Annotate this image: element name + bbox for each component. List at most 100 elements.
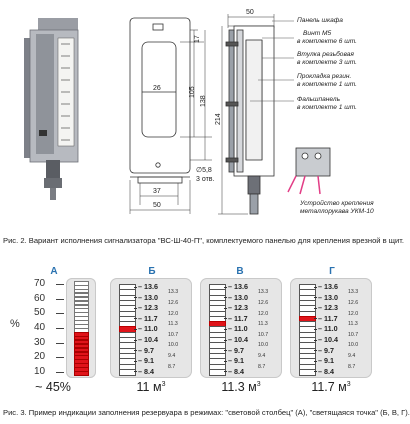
scale-label-10.4: – 10.4 bbox=[318, 335, 338, 344]
scale-tick bbox=[314, 318, 317, 320]
scale-tick bbox=[224, 318, 227, 320]
scale-sublabel-10.0: 10.0 bbox=[348, 342, 359, 349]
scale-label-13.6: – 13.6 bbox=[138, 282, 158, 291]
callout-3-line2: в комплекте 3 шт. bbox=[297, 59, 357, 66]
panel-a: % 70 60 50 40 30 20 10 bbox=[6, 278, 98, 378]
led-segment bbox=[74, 371, 89, 376]
scale-sublabel-10.0: 10.0 bbox=[258, 342, 269, 349]
scale-label-9.1: – 9.1 bbox=[138, 356, 154, 366]
axis-tick-50: 50 bbox=[34, 307, 46, 319]
scale-tick bbox=[134, 318, 137, 320]
dim-37: 37 bbox=[153, 188, 161, 195]
scale-tick bbox=[314, 286, 317, 288]
scale-tick bbox=[224, 360, 227, 362]
scale-sublabel-12.0: 12.0 bbox=[168, 310, 179, 317]
scale-sublabel-10.0: 10.0 bbox=[168, 342, 179, 349]
scale-label-12.3: – 12.3 bbox=[318, 303, 338, 313]
axis-tick-60: 60 bbox=[34, 292, 46, 304]
panel-b-header: Б bbox=[148, 266, 156, 277]
scale-sublabel-12.6: 12.6 bbox=[258, 299, 269, 306]
scale-label-11.7: – 11.7 bbox=[138, 313, 158, 323]
scale-tick bbox=[314, 350, 317, 351]
scale-label-8.4: – 8.4 bbox=[138, 366, 154, 376]
scale-sublabel-8.7: 8.7 bbox=[258, 363, 266, 370]
panel-b-unit-sup: 3 bbox=[161, 380, 166, 388]
scale-tick bbox=[134, 360, 137, 362]
callout-5-line2: в комплекте 1 шт. bbox=[297, 104, 357, 111]
scale-tick bbox=[134, 339, 137, 341]
scale-sublabel-10.7: 10.7 bbox=[258, 331, 269, 338]
scale-tick bbox=[134, 371, 137, 373]
scale-label-9.7: – 9.7 bbox=[228, 345, 244, 355]
bottom-note-line2: металлорукава УКМ-10 bbox=[300, 208, 374, 215]
scale-label-13.0: – 13.0 bbox=[138, 292, 158, 302]
panel-g-volume: 11.7 м3 bbox=[286, 380, 376, 394]
scale-sublabel-12.6: 12.6 bbox=[168, 299, 179, 306]
axis-tick-30: 30 bbox=[34, 336, 46, 348]
scale-tick bbox=[134, 286, 137, 288]
scale-tick bbox=[134, 350, 137, 351]
axis-tick-mark bbox=[56, 342, 64, 344]
scale-label-12.3: – 12.3 bbox=[138, 303, 158, 313]
panel-a-value: ~ 45% bbox=[35, 380, 71, 394]
dim-dia: ∅5,8 bbox=[196, 167, 212, 174]
scale-tick bbox=[134, 307, 137, 309]
axis-tick-20: 20 bbox=[34, 351, 46, 363]
callout-3-line1: Втулка резьбовая bbox=[297, 50, 354, 58]
panel-b-card: – 13.6 13.3 – 13.0 12.6 – 12.3 12.0 – 11.7 11.3… bbox=[110, 278, 192, 378]
axis-tick-mark bbox=[56, 284, 64, 285]
percent-label: % bbox=[10, 318, 20, 330]
scale-label-13.0: – 13.0 bbox=[318, 292, 338, 302]
front-view bbox=[129, 17, 212, 214]
led-segment bbox=[119, 368, 136, 376]
axis-tick-mark bbox=[56, 357, 64, 359]
scale-label-10.4: – 10.4 bbox=[138, 335, 158, 344]
panel-b-volume-text: 11 м bbox=[136, 380, 162, 394]
dim-50: 50 bbox=[153, 202, 161, 209]
dim-holes: 3 отв. bbox=[196, 176, 215, 183]
scale-label-13.0: – 13.0 bbox=[228, 292, 248, 302]
dim-105: 105 bbox=[189, 86, 196, 98]
device-photo bbox=[24, 18, 79, 200]
scale-sublabel-8.7: 8.7 bbox=[168, 363, 176, 370]
scale-tick bbox=[314, 297, 317, 298]
scale-label-8.4: – 8.4 bbox=[318, 366, 334, 376]
led-segment bbox=[299, 368, 316, 376]
scale-label-12.3: – 12.3 bbox=[228, 303, 248, 313]
led-segment bbox=[209, 368, 226, 376]
callout-1-line1: Панель шкафа bbox=[297, 17, 343, 24]
scale-sublabel-13.3: 13.3 bbox=[348, 289, 359, 296]
fig2-drawing: 26 17 105 138 37 50 ∅5,8 3 отв. 50 214 bbox=[24, 9, 374, 215]
panel-g-header: Г bbox=[329, 266, 335, 277]
axis-tick-mark bbox=[56, 313, 64, 315]
dim-214: 214 bbox=[215, 113, 222, 125]
scale-label-11.0: – 11.0 bbox=[138, 324, 158, 334]
scale-label-10.4: – 10.4 bbox=[228, 335, 248, 344]
axis-tick-10: 10 bbox=[34, 366, 46, 377]
dim-50-side: 50 bbox=[246, 9, 254, 16]
scale-sublabel-10.7: 10.7 bbox=[348, 331, 359, 338]
panel-g-unit-sup: 3 bbox=[346, 380, 351, 388]
scale-sublabel-13.3: 13.3 bbox=[258, 289, 269, 296]
dim-26: 26 bbox=[153, 85, 161, 92]
scale-sublabel-9.4: 9.4 bbox=[168, 352, 176, 359]
scale-tick bbox=[224, 297, 227, 298]
scale-tick bbox=[224, 328, 227, 330]
scale-sublabel-11.3: 11.3 bbox=[168, 321, 178, 328]
axis-tick-70: 70 bbox=[34, 278, 46, 289]
panel-v-header: В bbox=[236, 266, 244, 277]
scale-tick bbox=[314, 360, 317, 362]
scale-sublabel-8.7: 8.7 bbox=[348, 363, 356, 370]
scale-sublabel-12.6: 12.6 bbox=[348, 299, 359, 306]
scale-sublabel-13.3: 13.3 bbox=[168, 289, 179, 296]
scale-label-13.6: – 13.6 bbox=[228, 282, 248, 291]
scale-label-9.7: – 9.7 bbox=[138, 345, 154, 355]
scale-label-9.1: – 9.1 bbox=[228, 356, 244, 366]
scale-label-9.7: – 9.7 bbox=[318, 345, 334, 355]
axis-tick-40: 40 bbox=[34, 322, 46, 333]
callout-leaders bbox=[250, 20, 294, 102]
scale-tick bbox=[314, 328, 317, 330]
scale-label-11.7: – 11.7 bbox=[228, 313, 248, 323]
